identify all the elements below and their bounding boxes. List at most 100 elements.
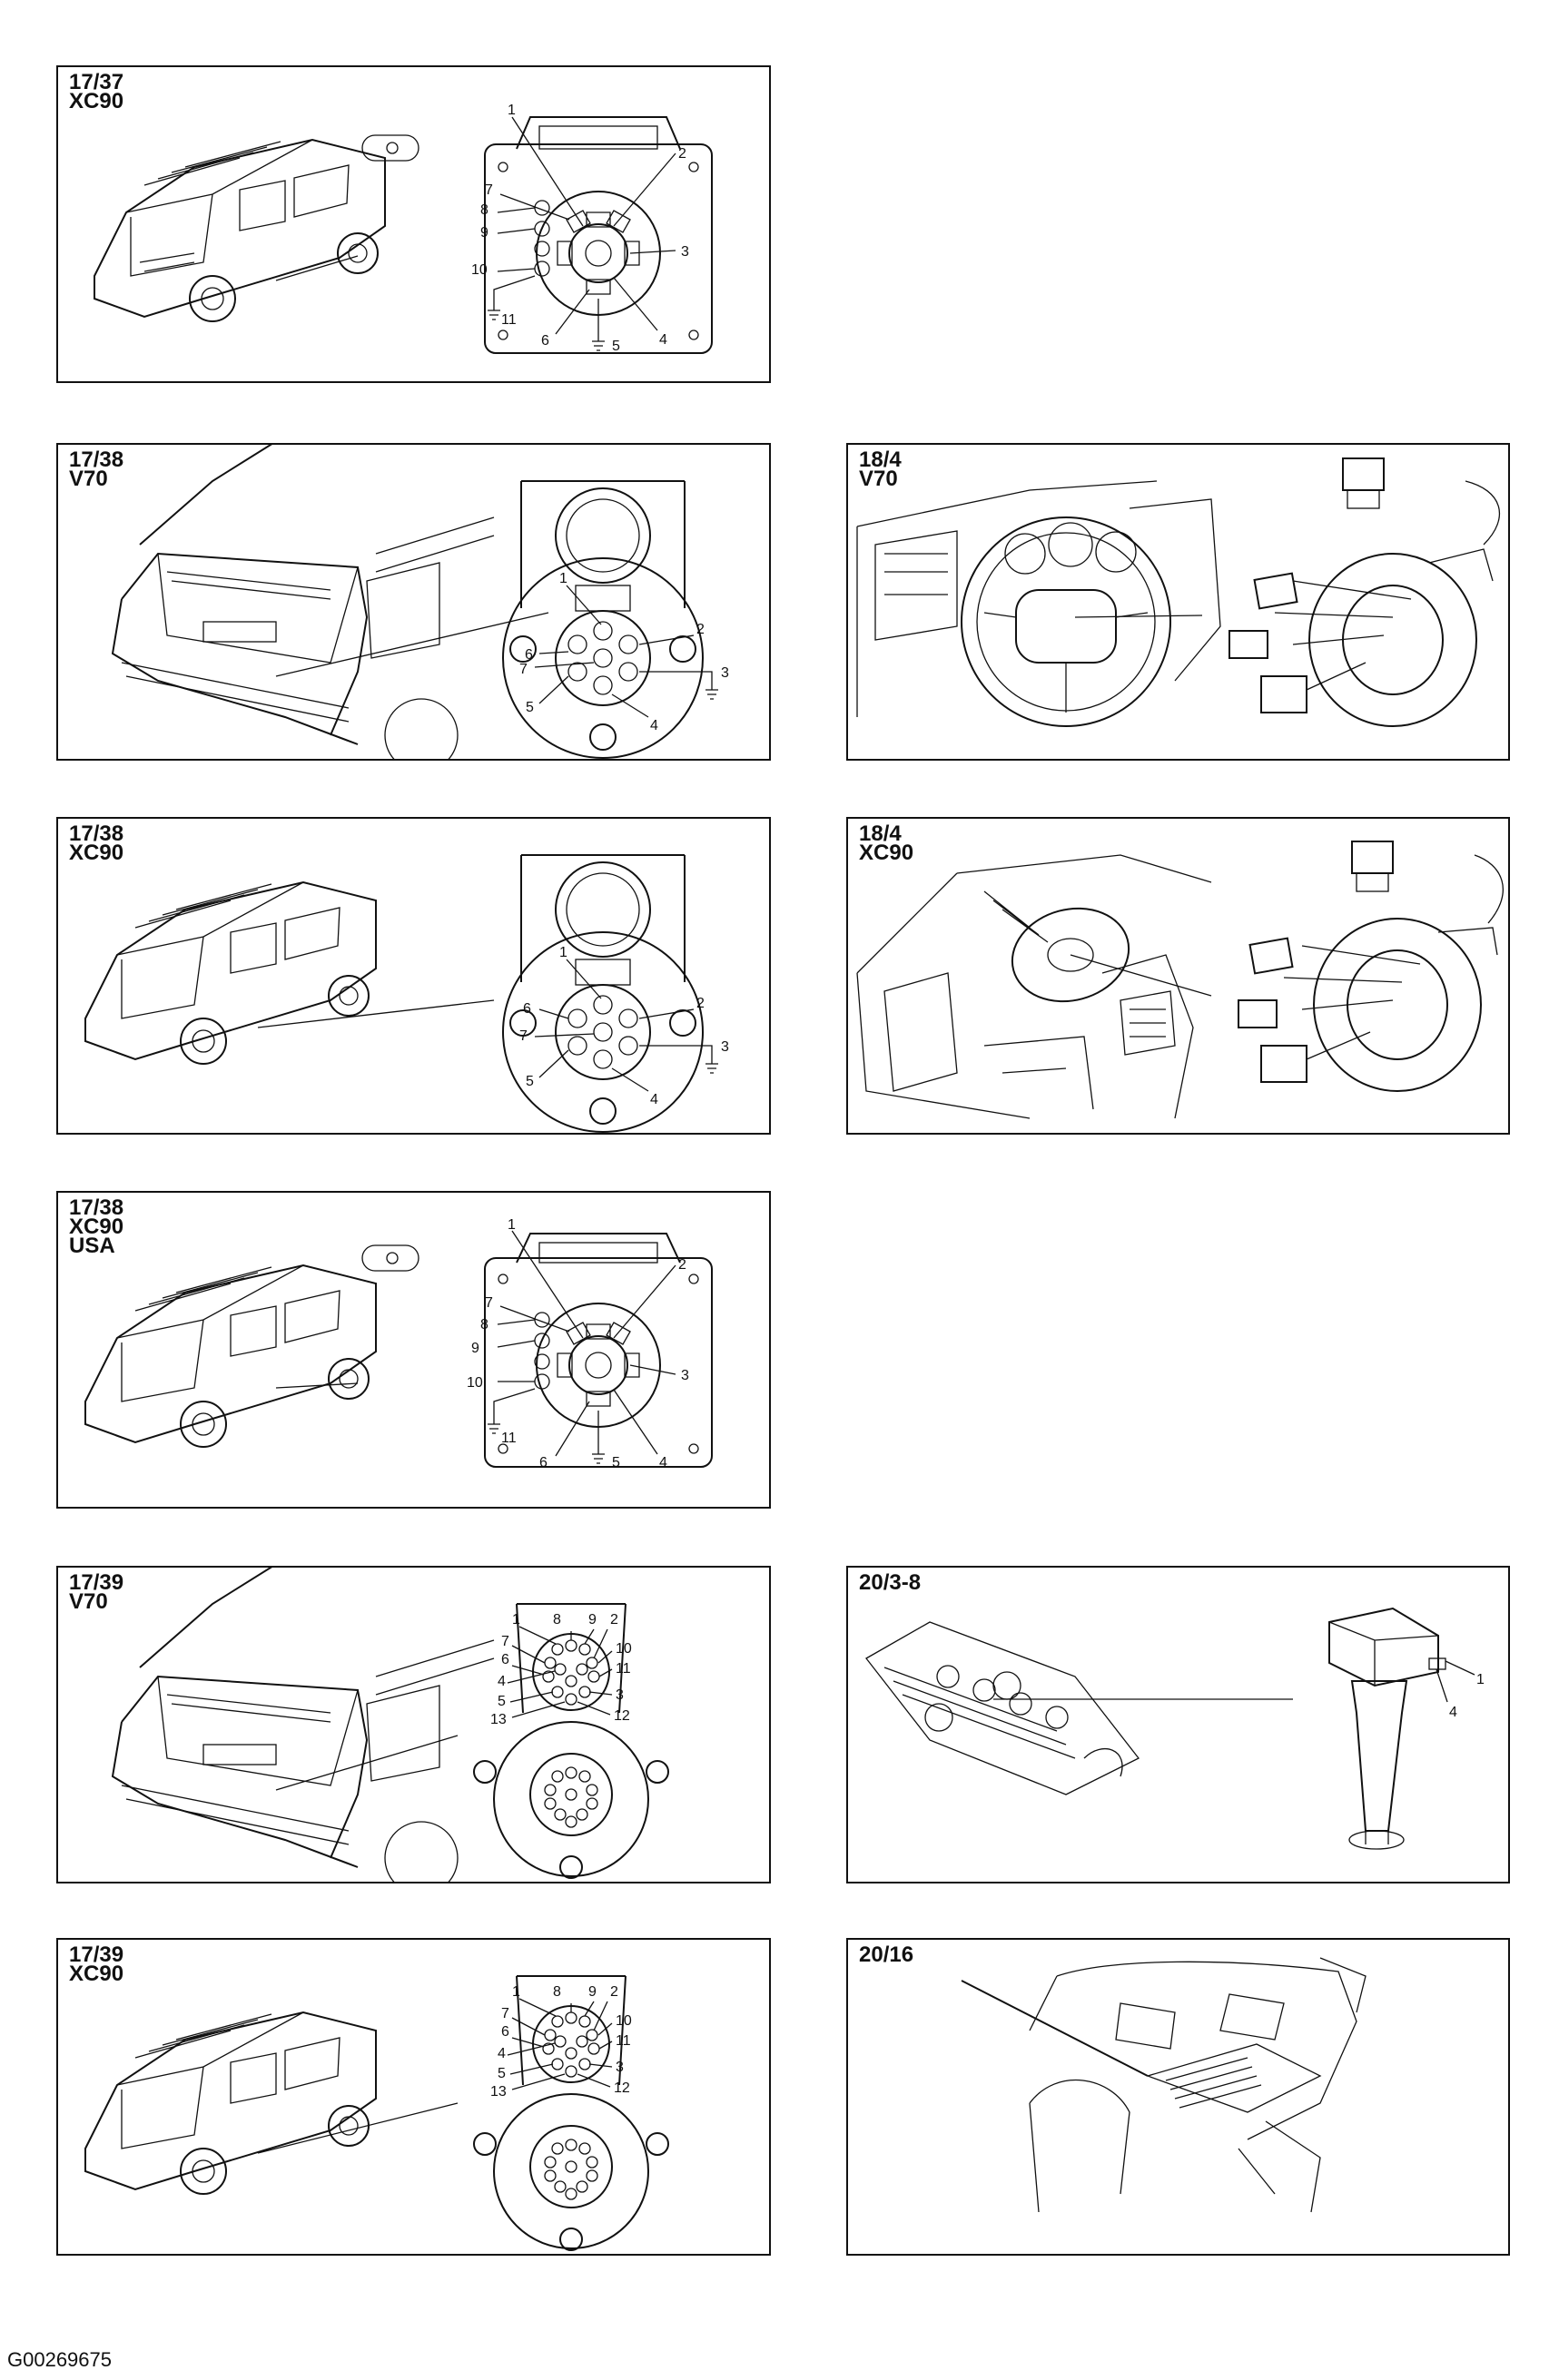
panel-title: 18/4 V70 — [859, 447, 902, 491]
panel-title: 20/3-8 — [859, 1570, 922, 1595]
panel-17-39-xc90: 17/39 XC90 — [56, 1938, 771, 2256]
pin-labels: 1 2 3 4 5 6 7 8 9 10 11 — [467, 1217, 689, 1470]
pin-labels: 1 2 3 4 5 6 7 8 9 10 11 — [471, 103, 689, 354]
pin-label: 1 — [1476, 1672, 1485, 1687]
leader-line — [961, 1980, 1149, 2077]
pin-label: 4 — [659, 332, 667, 348]
pin-label: 2 — [678, 146, 686, 162]
engine-top-illustration — [865, 1621, 1140, 1795]
pin-leaders — [534, 959, 718, 1092]
pin-label: 3 — [681, 1368, 689, 1383]
pin-label: 9 — [588, 1984, 597, 2000]
pin-label: 4 — [650, 718, 658, 733]
pin-label: 7 — [485, 1295, 493, 1311]
pin-label: 11 — [616, 1661, 631, 1677]
pin-label: 5 — [612, 1455, 620, 1470]
panel-17-39-v70: 17/39 V70 — [56, 1566, 771, 1883]
pin-label: 11 — [501, 312, 517, 328]
dashboard-steering-wheel-illustration — [856, 480, 1221, 727]
pin-label: 3 — [616, 1687, 624, 1703]
pin-label: 6 — [501, 2024, 509, 2040]
engine-bay-illustration — [1029, 1957, 1367, 2213]
pin-label: 3 — [681, 244, 689, 260]
pin-label: 2 — [610, 1612, 618, 1628]
pin-leaders — [534, 585, 718, 718]
pin-label: 12 — [614, 2080, 630, 2096]
suv-rear-view-illustration — [84, 1264, 377, 1448]
panel-title: 17/39 V70 — [69, 1570, 124, 1614]
leader-line — [275, 1735, 459, 1791]
engine-ignition-coil-illustration: 1 4 — [865, 1607, 1485, 1850]
panel-18-4-xc90: 18/4 XC90 — [846, 817, 1510, 1135]
seven-pin-round-socket — [502, 854, 704, 1133]
pin-label: 7 — [501, 2006, 509, 2021]
suv-rear-view-illustration — [84, 880, 377, 1065]
pin-label: 1 — [512, 1612, 520, 1628]
pin-label: 7 — [501, 1634, 509, 1649]
pin-label: 4 — [498, 2046, 506, 2061]
pin-label: 8 — [553, 1984, 561, 2000]
pin-labels: 1 2 3 4 5 6 7 — [519, 571, 729, 733]
pin-label: 11 — [616, 2033, 631, 2049]
pin-label: 9 — [588, 1612, 597, 1628]
pin-labels: 1 8 9 2 7 10 6 11 4 5 3 13 12 — [490, 1612, 632, 1727]
panel-20-16: 20/16 — [846, 1938, 1510, 2256]
pin-leaders — [488, 116, 676, 351]
panel-title: 17/38 XC90 USA — [69, 1195, 124, 1258]
ignition-coil-illustration — [1328, 1607, 1446, 1850]
thirteen-pin-socket — [473, 1975, 669, 2251]
leader-line — [1070, 954, 1212, 997]
pin-label: 2 — [678, 1257, 686, 1273]
panel-title: 17/37 XC90 — [69, 70, 124, 113]
suv-rear-view-illustration — [84, 2011, 377, 2195]
pin-label: 6 — [539, 1455, 548, 1470]
pin-labels: 1 4 — [1449, 1672, 1485, 1720]
clockspring-illustration — [1228, 457, 1500, 727]
leader-line — [257, 2102, 459, 2154]
pin-label: 7 — [519, 1028, 528, 1044]
panel-title: 20/16 — [859, 1942, 914, 1967]
pin-leaders — [507, 1998, 613, 2090]
pin-label: 3 — [721, 665, 729, 681]
pin-label: 8 — [480, 1317, 488, 1333]
pin-label: 12 — [614, 1708, 630, 1724]
pin-label: 10 — [467, 1375, 483, 1391]
clockspring-illustration — [1238, 841, 1504, 1092]
pin-leaders — [488, 1230, 676, 1464]
pin-label: 3 — [616, 2060, 624, 2075]
pin-label: 5 — [498, 2066, 506, 2081]
figure-id: G00269675 — [7, 2348, 112, 2371]
seven-pin-connector-square — [361, 116, 713, 354]
panel-17-38-xc90: 17/38 XC90 1 — [56, 817, 771, 1135]
pin-label: 6 — [523, 1001, 531, 1017]
interior-cockpit-illustration — [856, 854, 1212, 1119]
leader-line — [1074, 615, 1203, 618]
leader-line — [275, 255, 359, 281]
panel-17-37-xc90: 17/37 XC90 — [56, 65, 771, 383]
pin-labels: 1 2 3 4 5 6 7 — [519, 945, 729, 1107]
pin-label: 2 — [696, 996, 705, 1011]
pin-label: 8 — [553, 1612, 561, 1628]
pin-label: 10 — [616, 1641, 632, 1657]
pin-label: 4 — [498, 1674, 506, 1689]
pin-label: 2 — [696, 622, 705, 637]
pin-label: 10 — [616, 2013, 632, 2029]
suv-seven-pin-round-connector-illustration: 1 2 3 4 5 6 7 — [84, 854, 729, 1133]
xc90-steering-wheel-clockspring-illustration — [856, 841, 1504, 1119]
pin-label: 9 — [480, 225, 488, 241]
pin-label: 13 — [490, 1712, 507, 1727]
pin-label: 10 — [471, 262, 488, 278]
pin-label: 8 — [480, 202, 488, 218]
pin-label: 3 — [721, 1039, 729, 1055]
pin-label: 6 — [501, 1652, 509, 1667]
panel-18-4-v70: 18/4 V70 — [846, 443, 1510, 761]
panel-17-38-xc90-usa: 17/38 XC90 USA — [56, 1191, 771, 1509]
wagon-thirteen-pin-connector-illustration: 1 8 9 2 7 10 6 11 4 5 3 13 12 — [111, 1568, 669, 1882]
pin-label: 1 — [508, 103, 516, 118]
pin-label: 5 — [526, 1074, 534, 1089]
engine-bay-component-illustration — [961, 1957, 1367, 2213]
pin-label: 1 — [512, 1984, 520, 2000]
wagon-rear-view-illustration — [111, 445, 495, 759]
seven-pin-round-socket — [502, 480, 704, 759]
pin-label: 5 — [526, 700, 534, 715]
